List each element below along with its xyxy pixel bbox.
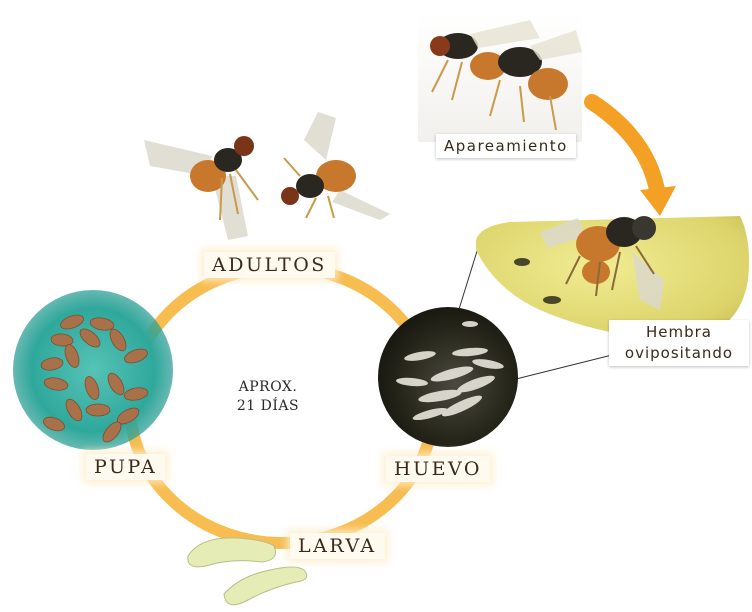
stage-label-pupa: PUPA (86, 454, 165, 480)
cycle-duration-line2: 21 DÍAS (218, 397, 318, 416)
cycle-duration: APROX. 21 DÍAS (218, 378, 318, 416)
connector-line-bottom (512, 355, 612, 380)
stage-label-adults: ADULTOS (204, 252, 335, 278)
oviposition-label-line1: Hembra (617, 322, 741, 343)
mating-to-oviposition-arrow (592, 102, 658, 196)
stage-label-egg: HUEVO (386, 456, 490, 482)
cycle-duration-line1: APROX. (218, 378, 318, 397)
stage-label-larva: LARVA (290, 533, 385, 559)
eggs-cluster-icon (378, 307, 518, 447)
fruit-fly-pair-icon (144, 112, 390, 240)
event-label-mating: Apareamiento (436, 134, 576, 158)
mating-flies-icon (418, 14, 582, 142)
arrow-head-icon (640, 186, 676, 216)
oviposition-label-line2: ovipositando (617, 343, 741, 364)
event-label-oviposition: Hembra ovipositando (609, 320, 749, 366)
pupae-cluster-icon (13, 290, 173, 450)
